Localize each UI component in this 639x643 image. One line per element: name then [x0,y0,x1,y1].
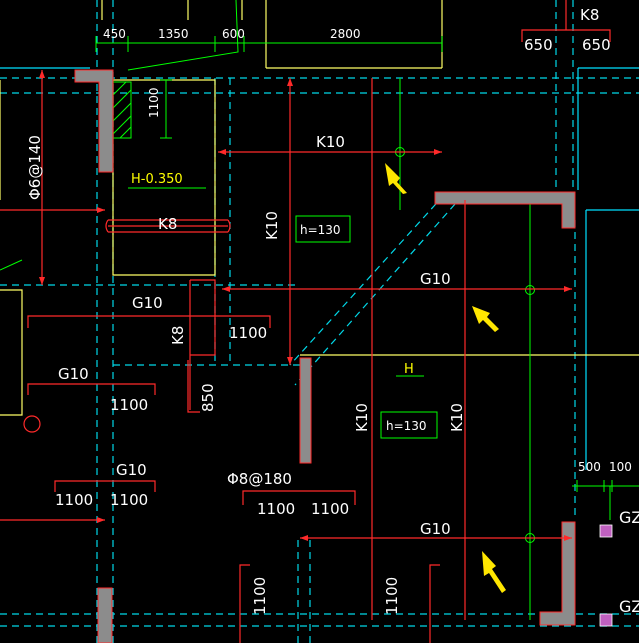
dim-1100-vertical: 1100 [147,87,161,118]
label-k8-mid: K8 [158,215,177,233]
label-gz-b: GZ [619,597,639,616]
label-h-mark: H [404,362,414,377]
label-phi8-180: Φ8@180 [227,470,292,488]
label-h-elevation: H-0.350 [131,172,183,187]
concrete-walls [74,69,576,643]
annotation-arrows [385,163,506,593]
yellow-outlines [0,0,639,416]
label-1100-c: 1100 [55,491,93,509]
dim-2800: 2800 [330,27,361,41]
label-650-b: 650 [582,36,611,54]
label-k8-vertical: K8 [169,326,187,345]
label-k10-vertical-c: K10 [448,403,466,432]
rebar-ticks [39,70,572,541]
label-h130-b: h=130 [386,419,427,433]
label-gz-a: GZ [619,508,639,527]
label-g10-left-c: G10 [116,461,147,479]
arrow-icon-2 [472,306,499,332]
dim-1350: 1350 [158,27,189,41]
label-k8-top: K8 [580,6,599,24]
dim-450: 450 [103,27,126,41]
label-phi6-140: Φ6@140 [26,135,44,200]
label-1100-e: 1100 [257,500,295,518]
label-850: 850 [199,383,217,412]
label-1100-f: 1100 [311,500,349,518]
cyan-frame-lines [0,67,639,470]
dim-500: 500 [578,460,601,474]
label-1100-b: 1100 [110,396,148,414]
dim-600: 600 [222,27,245,41]
column-markers [599,524,613,627]
label-h130-a: h=130 [300,223,341,237]
label-1100-a: 1100 [229,324,267,342]
label-g10-bottom: G10 [420,520,451,538]
dim-100: 100 [609,460,632,474]
label-1100-g: 1100 [251,577,269,615]
label-1100-d: 1100 [110,491,148,509]
label-650-a: 650 [524,36,553,54]
hatch-block [112,81,132,139]
label-g10-left-b: G10 [58,365,89,383]
label-k10-vertical-a: K10 [263,211,281,240]
label-k10-top: K10 [316,133,345,151]
arrow-icon-3 [482,551,506,593]
label-g10-left-a: G10 [132,294,163,312]
rebar-lines [0,0,611,643]
label-k10-vertical-b: K10 [353,403,371,432]
label-g10-right: G10 [420,270,451,288]
arrow-icon-1 [385,163,407,194]
label-1100-h: 1100 [383,577,401,615]
